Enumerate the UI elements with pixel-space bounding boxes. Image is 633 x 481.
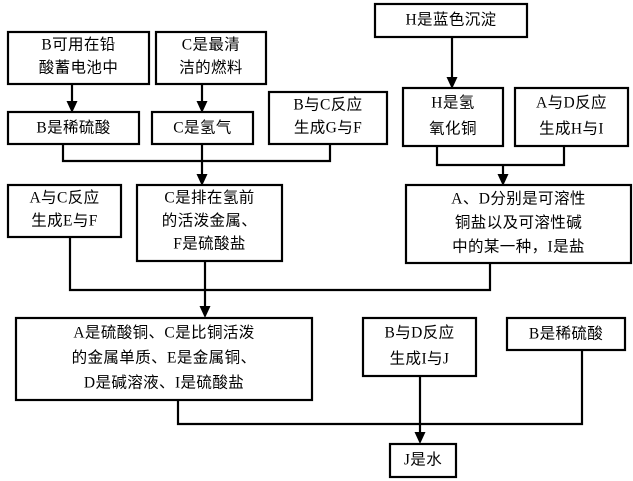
node-n4-line-1: B是稀硫酸 xyxy=(36,119,110,137)
node-n13-line-2: 生成I与J xyxy=(390,350,450,368)
node-n10-line-1: C是排在氢前 xyxy=(164,189,254,207)
node-n7-line-1: H是氢 xyxy=(431,94,474,112)
node-n3-line-1: H是蓝色沉淀 xyxy=(405,11,496,29)
node-h-copper-hydroxide: H是氢 氧化铜 xyxy=(401,86,505,148)
edge-layer xyxy=(61,37,584,444)
node-n9-line-2: 生成E与F xyxy=(31,212,98,230)
edge-n1-to-n4 xyxy=(66,84,78,113)
node-n2-line-2: 洁的燃料 xyxy=(179,59,243,77)
edge-merge-to-n15 xyxy=(176,350,584,444)
node-b-lead-acid-battery: B可用在铅 酸蓄电池中 xyxy=(6,30,151,86)
node-n2-line-1: C是最清 xyxy=(182,36,240,54)
node-n1-line-1: B可用在铅 xyxy=(41,36,115,54)
node-conclusion-substances: A是硫酸铜、C是比铜活泼 的金属单质、E是金属铜、 D是碱溶液、I是硫酸盐 xyxy=(14,316,314,402)
node-n10-line-2: 的活泼金属、 xyxy=(162,212,257,230)
edge-merge-to-n11 xyxy=(435,146,566,186)
node-c-hydrogen-gas: C是氢气 xyxy=(150,110,255,146)
node-b-d-react-ij: B与D反应 生成I与J xyxy=(361,316,478,378)
node-b-dilute-sulfuric-acid: B是稀硫酸 xyxy=(6,110,141,146)
node-a-c-react-ef: A与C反应 生成E与F xyxy=(6,183,123,239)
node-n6-line-2: 生成G与F xyxy=(294,119,362,137)
node-n8-line-1: A与D反应 xyxy=(536,93,607,112)
node-c-cleanest-fuel: C是最清 洁的燃料 xyxy=(154,30,268,86)
edge-merge-to-n12 xyxy=(68,237,492,318)
node-a-d-soluble-copper-salt-base: A、D分别是可溶性 铜盐以及可溶性碱 中的某一种，I是盐 xyxy=(404,183,633,265)
node-b-c-react-gf: B与C反应 生成G与F xyxy=(267,90,389,146)
node-a-d-react-hi: A与D反应 生成H与I xyxy=(513,86,630,148)
node-n11-line-3: 中的某一种，I是盐 xyxy=(452,238,585,256)
edge-n3-to-n7 xyxy=(446,37,458,89)
node-h-blue-precipitate: H是蓝色沉淀 xyxy=(373,2,529,39)
node-b-dilute-sulfuric-acid-2: B是稀硫酸 xyxy=(505,316,627,352)
node-n10-line-3: F是硫酸盐 xyxy=(173,235,246,253)
node-n1-line-2: 酸蓄电池中 xyxy=(39,59,119,77)
node-n11-line-1: A、D分别是可溶性 xyxy=(451,190,586,208)
node-n12-line-3: D是碱溶液、I是硫酸盐 xyxy=(84,374,244,392)
edge-n2-to-n5 xyxy=(196,84,208,113)
node-n12-line-2: 的金属单质、E是金属铜、 xyxy=(72,349,257,367)
node-n7-line-2: 氧化铜 xyxy=(429,120,477,138)
node-n13-line-1: B与D反应 xyxy=(384,323,454,342)
node-n12-line-1: A是硫酸铜、C是比铜活泼 xyxy=(73,324,254,342)
node-j-water: J是水 xyxy=(388,442,458,479)
node-n14-line-1: B是稀硫酸 xyxy=(529,325,603,343)
node-n8-line-2: 生成H与I xyxy=(539,120,604,138)
edge-merge-to-n10 xyxy=(61,144,332,186)
node-n11-line-2: 铜盐以及可溶性碱 xyxy=(455,214,582,232)
node-c-active-metal-f-sulfate: C是排在氢前 的活泼金属、 F是硫酸盐 xyxy=(135,183,284,263)
node-n5-line-1: C是氢气 xyxy=(173,119,231,137)
node-n6-line-1: B与C反应 xyxy=(293,95,362,114)
node-n15-line-1: J是水 xyxy=(404,451,442,469)
node-n9-line-1: A与C反应 xyxy=(29,188,99,207)
